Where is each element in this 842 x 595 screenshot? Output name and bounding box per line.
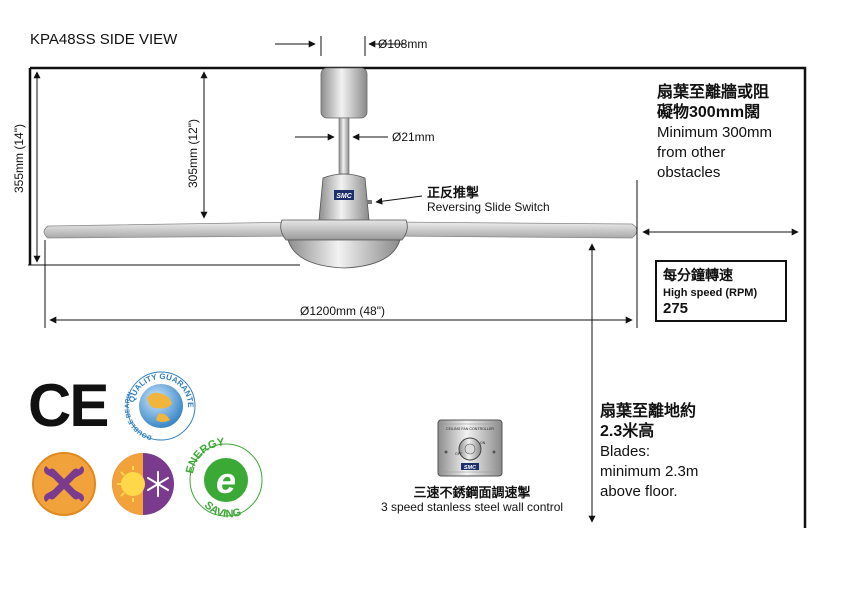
dim-355-label: 355mm (14")	[12, 124, 26, 193]
clearance-en-3: obstacles	[657, 164, 721, 181]
controller-off-label: OFF	[455, 452, 462, 456]
motor-badge	[334, 190, 354, 200]
reversing-switch-nub	[367, 200, 372, 204]
diagram-title: KPA48SS SIDE VIEW	[30, 31, 178, 48]
fan-motor-ring	[280, 219, 408, 241]
controller-badge-text: SMC	[464, 465, 477, 471]
energy-saving-logo: e ENERGY SAVING	[184, 436, 263, 520]
ce-mark: CE	[28, 372, 109, 439]
fan-blade-right	[389, 221, 638, 239]
energy-letter: e	[216, 460, 236, 501]
dim-108-label: Ø108mm	[378, 37, 428, 51]
clearance-zh-2: 礙物300mm闊	[657, 104, 761, 121]
floor-height-en-2: minimum 2.3m	[600, 463, 699, 480]
fan-bottom-bowl	[287, 239, 401, 269]
fan-canopy	[320, 67, 368, 119]
fan-blade-left	[43, 221, 301, 239]
dim-305-label: 305mm (12")	[186, 119, 200, 188]
floor-height-note: 扇葉至離地約 2.3米高 Blades: minimum 2.3m above …	[600, 402, 698, 502]
clearance-zh-1: 扇葉至離牆或阻	[657, 84, 770, 101]
summer-winter-logo	[112, 453, 174, 515]
speed-box: 每分鐘轉速 High speed (RPM) 275	[655, 260, 787, 322]
motor-badge-text: SMC	[336, 193, 353, 200]
clearance-en-2: from other	[657, 144, 726, 161]
room-outline	[28, 66, 807, 528]
controller-badge	[461, 463, 479, 470]
floor-height-zh-2: 2.3米高	[600, 423, 655, 440]
controller-en: 3 speed stanless steel wall control	[380, 500, 564, 514]
reversing-switch-en: Reversing Slide Switch	[427, 200, 550, 214]
reverse-fan-logo	[32, 452, 96, 516]
controller-zh: 三速不銹鋼面調速掣	[413, 485, 531, 500]
speed-zh: 每分鐘轉速	[663, 267, 733, 283]
switch-leader	[375, 195, 423, 205]
reversing-switch-zh: 正反推掣	[427, 185, 480, 200]
controller-panel-label: CEILING FAN CONTROLLER	[446, 427, 494, 431]
clearance-note: 扇葉至離牆或阻 礙物300mm闊 Minimum 300mm from othe…	[657, 83, 772, 183]
controller-caption: 三速不銹鋼面調速掣 3 speed stanless steel wall co…	[368, 485, 576, 515]
floor-height-zh-1: 扇葉至離地約	[600, 403, 697, 420]
dim-1200-label: Ø1200mm (48")	[300, 304, 385, 318]
floor-height-en-1: Blades:	[600, 443, 651, 460]
floor-height-en-3: above floor.	[600, 483, 678, 500]
reversing-switch-label: 正反推掣 Reversing Slide Switch	[427, 185, 550, 215]
speed-en: High speed (RPM)	[663, 287, 758, 299]
fan-downrod	[338, 117, 350, 175]
clearance-en-1: Minimum 300mm	[657, 124, 773, 141]
speed-value: 275	[663, 300, 689, 317]
controller-on-label: ON	[480, 441, 486, 445]
dim-21-label: Ø21mm	[392, 130, 435, 144]
